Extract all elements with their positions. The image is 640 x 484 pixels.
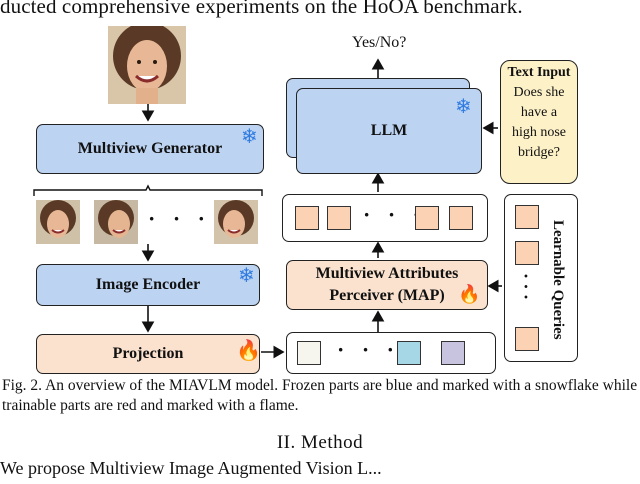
llm-label: LLM	[370, 122, 408, 139]
section-heading: II. Method	[276, 432, 364, 453]
attribute-token	[327, 206, 351, 230]
text-input-line: Does she	[513, 85, 565, 100]
flame-icon: 🔥	[458, 284, 481, 304]
snowflake-icon: ❄	[455, 96, 472, 118]
attribute-token	[449, 206, 473, 230]
map-label-line2: Perceiver (MAP)	[329, 287, 445, 304]
view-face-3	[214, 200, 258, 244]
output-label: Yes/No?	[352, 34, 407, 51]
multiview-generator-label: Multiview Generator	[77, 140, 223, 157]
image-encoder-block: Image Encoder	[36, 264, 260, 306]
flame-icon: 🔥	[236, 340, 261, 362]
visual-token	[441, 341, 465, 365]
projection-block: Projection	[36, 334, 260, 374]
text-input-title: Text Input	[507, 65, 571, 80]
attribute-token	[295, 206, 319, 230]
learnable-queries-block: · · · Learnable Queries	[504, 194, 578, 362]
attribute-token	[415, 206, 439, 230]
snowflake-icon: ❄	[238, 265, 255, 287]
text-input-line: bridge?	[518, 145, 560, 160]
view-face-1	[36, 200, 80, 244]
llm-block: LLM	[296, 88, 482, 174]
query-token	[515, 205, 539, 229]
visual-token-ellipsis: · · ·	[337, 337, 401, 362]
view-face-2	[94, 200, 138, 244]
visual-token	[297, 341, 321, 365]
map-block: Multiview Attributes Perceiver (MAP)	[286, 260, 488, 310]
snowflake-icon: ❄	[241, 126, 258, 148]
queries-ellipsis: · · ·	[516, 273, 536, 301]
text-input-box: Text Input Does she have a high nose bri…	[500, 60, 578, 184]
views-ellipsis: · · ·	[148, 206, 212, 231]
body-text-bottom: We propose Multiview Image Augmented Vis…	[0, 458, 382, 478]
visual-token-sequence: · · ·	[286, 332, 496, 374]
learnable-queries-label: Learnable Queries	[550, 220, 566, 340]
text-input-line: have a	[520, 105, 558, 120]
attribute-token-ellipsis: · · ·	[363, 202, 427, 227]
input-face-image	[108, 26, 186, 104]
figure-caption: Fig. 2. An overview of the MIAVLM model.…	[2, 377, 638, 414]
attribute-token-sequence: · · ·	[282, 194, 488, 242]
projection-label: Projection	[112, 345, 184, 362]
text-input-line: high nose	[511, 125, 567, 140]
multiview-generator-block: Multiview Generator	[36, 124, 264, 174]
query-token	[515, 241, 539, 265]
map-label-line1: Multiview Attributes	[315, 265, 459, 282]
image-encoder-label: Image Encoder	[95, 276, 201, 293]
visual-token	[397, 341, 421, 365]
query-token	[515, 327, 539, 351]
body-text-top: ducted comprehensive experiments on the …	[0, 0, 523, 18]
